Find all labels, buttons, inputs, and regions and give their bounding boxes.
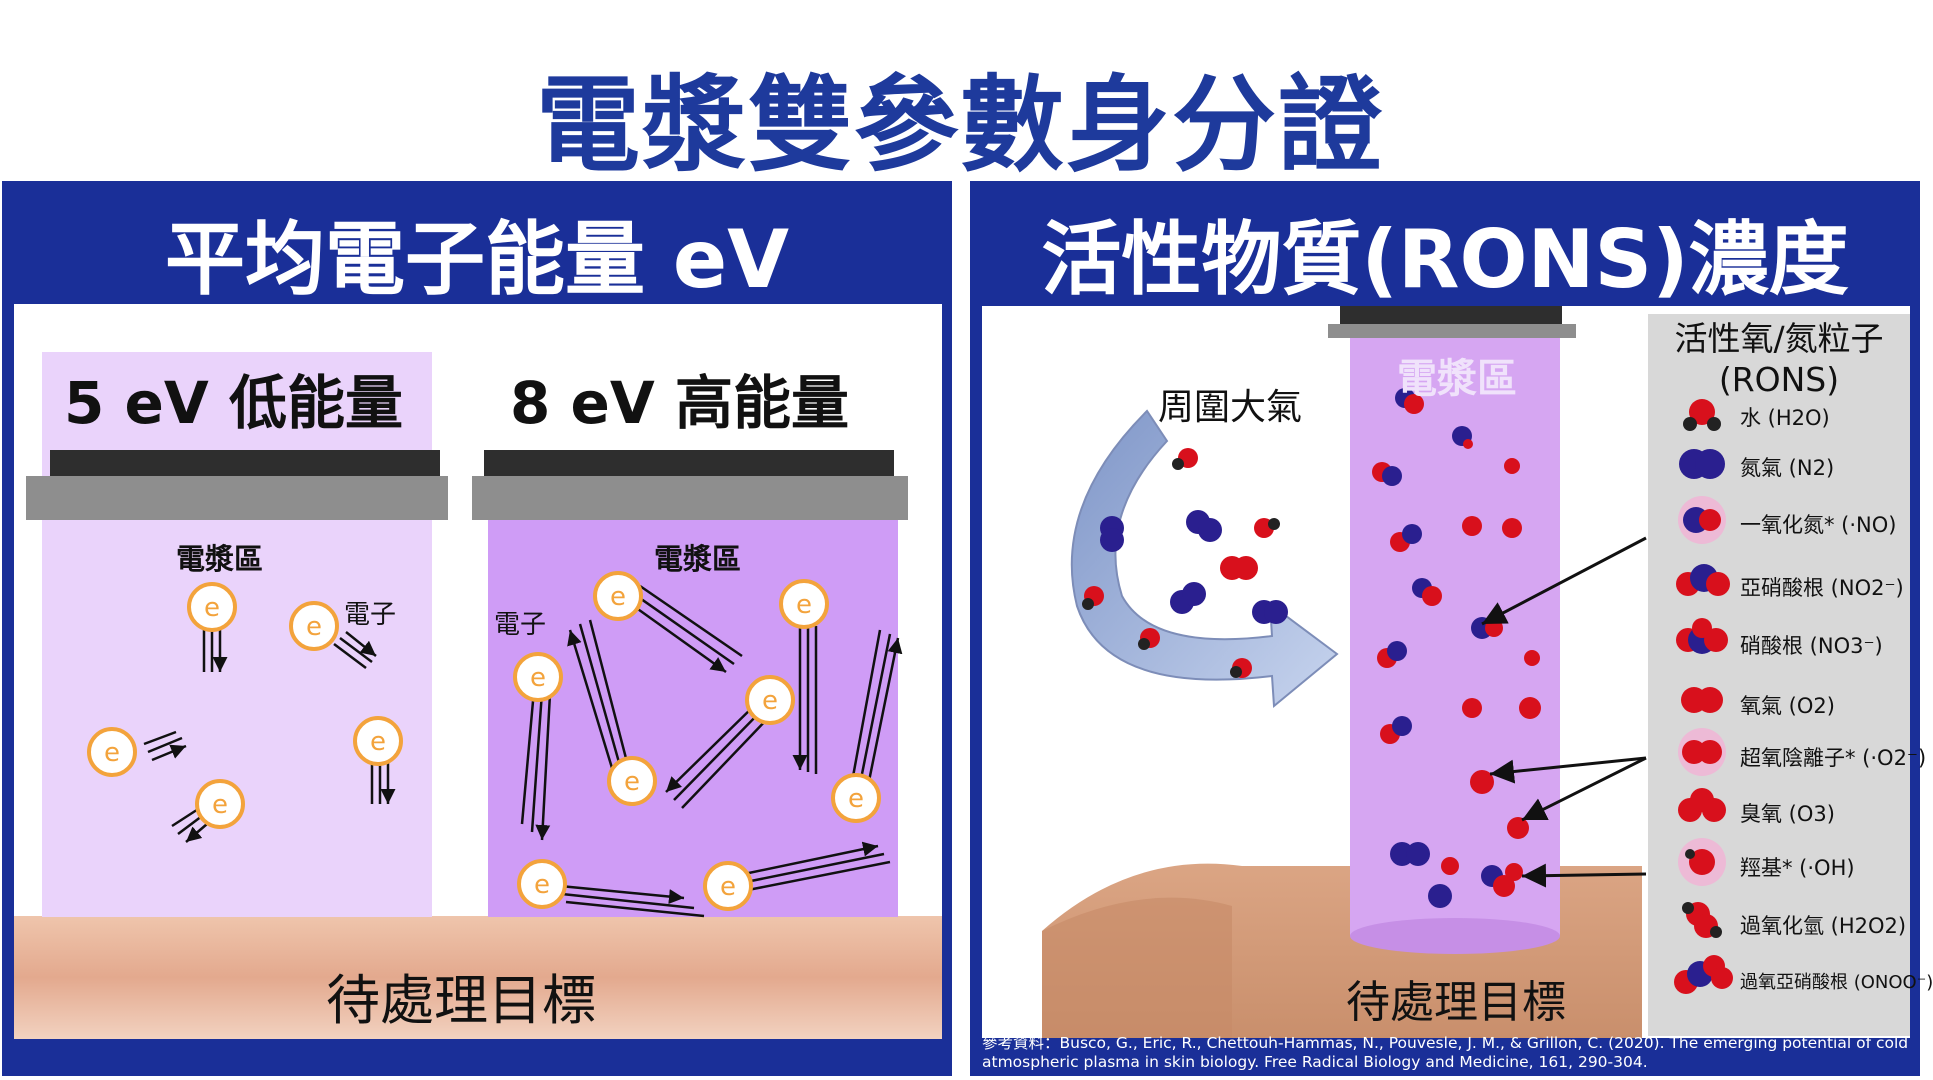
low-energy-label: 5 eV 低能量 (64, 369, 403, 437)
electrons-low (143, 628, 388, 842)
legend-item-nitrogen: 氮氣 (N2) (1740, 456, 1835, 480)
legend-item-peroxynitrite: 過氧亞硝酸根 (ONOO⁻) (1740, 972, 1933, 993)
atmosphere-molecules (1082, 448, 1288, 678)
plasma-zone-label-high: 電漿區 (654, 542, 742, 576)
plasma-column-low (42, 520, 432, 917)
electrode-plate-high (472, 476, 908, 520)
rons-svg (1042, 306, 1647, 1038)
svg-text:e: e (848, 784, 864, 814)
electrode-plate-right (1328, 324, 1576, 338)
legend-item-nitrite: 亞硝酸根 (NO2⁻) (1740, 576, 1904, 600)
electrode-plate-low (26, 476, 448, 520)
peroxynitrite-icon (1674, 955, 1733, 994)
electrode-high (484, 450, 894, 478)
plasma-molecules (1372, 388, 1541, 908)
water-molecule-icon (1683, 399, 1721, 431)
electron-label-high: 電子 (494, 610, 547, 640)
plasma-zone-label-right: 電漿區 (1397, 356, 1517, 402)
svg-text:e: e (306, 612, 322, 642)
svg-text:e: e (530, 663, 546, 693)
electron-energy-svg: e e e e e e e e e e e e e (14, 352, 942, 1039)
rons-panel: 活性物質(RONS)濃度 (970, 181, 1933, 1076)
nitrogen-molecule-icon (1679, 449, 1725, 479)
plasma-zone-label-low: 電漿區 (176, 542, 264, 576)
nitrite-icon (1676, 564, 1730, 596)
nitrate-icon (1676, 618, 1728, 654)
high-energy-label: 8 eV 高能量 (510, 369, 849, 437)
target-label-left: 待處理目標 (326, 969, 596, 1032)
svg-text:e: e (104, 738, 120, 768)
electron-energy-heading: 平均電子能量 eV (164, 213, 790, 306)
svg-text:e: e (720, 872, 736, 902)
legend-item-nitrate: 硝酸根 (NO3⁻) (1740, 634, 1883, 658)
svg-text:e: e (610, 582, 626, 612)
reference-citation: 參考資料：Busco, G., Eric, R., Chettouh-Hamma… (982, 1034, 1909, 1071)
superoxide-icon (1678, 728, 1726, 776)
electrons-high (520, 584, 898, 916)
oxygen-molecule-icon (1681, 687, 1723, 713)
electron-markers-high (513, 571, 881, 911)
svg-text:e: e (204, 593, 220, 623)
legend-item-superoxide: 超氧陰離子* (·O2⁻) (1740, 746, 1927, 770)
legend-icons (1674, 399, 1733, 994)
electrode-low (50, 450, 440, 478)
skin-side (1042, 897, 1232, 1038)
legend-title: 活性氧/氮粒子 (RONS) (1674, 319, 1884, 399)
legend-item-oxygen: 氧氣 (O2) (1740, 694, 1835, 718)
svg-text:e: e (212, 790, 228, 820)
rons-diagram: 電漿區 周圍大氣 待處理目標 活性氧/氮粒子 (RONS) 水 (H2O) 氮氣… (982, 306, 1933, 1038)
legend-item-hydrogen-peroxide: 過氧化氫 (H2O2) (1740, 914, 1907, 938)
ozone-icon (1678, 788, 1726, 822)
svg-text:e: e (370, 727, 386, 757)
page-title: 電漿雙參數身分證 (535, 64, 1384, 186)
svg-text:e: e (534, 870, 550, 900)
hydroxyl-icon (1678, 838, 1726, 886)
legend-item-water: 水 (H2O) (1740, 406, 1830, 430)
target-surface-low-high (14, 916, 942, 1039)
legend-item-hydroxyl: 羥基* (·OH) (1740, 856, 1855, 880)
atmosphere-inflow-arrow (1070, 409, 1339, 709)
legend-item-nitric-oxide: 一氧化氮* (·NO) (1740, 513, 1897, 537)
svg-text:e: e (624, 767, 640, 797)
rons-heading: 活性物質(RONS)濃度 (1041, 213, 1849, 306)
electron-symbols: e e e e e e e e e e e e e (104, 582, 864, 902)
atmosphere-label: 周圍大氣 (1158, 387, 1303, 428)
electron-markers-low (87, 582, 403, 829)
electrode-right (1340, 306, 1562, 326)
svg-text:e: e (796, 590, 812, 620)
electron-energy-panel: 平均電子能量 eV (2, 181, 952, 1076)
plasma-column (1350, 326, 1560, 936)
plasma-column-base (1350, 918, 1560, 954)
rons-pointer-arrows (1481, 536, 1647, 888)
svg-text:e: e (762, 686, 778, 716)
nitric-oxide-icon (1678, 496, 1726, 544)
legend-item-ozone: 臭氧 (O3) (1740, 802, 1835, 826)
rons-legend: 活性氧/氮粒子 (RONS) 水 (H2O) 氮氣 (N2) 一氧化氮* (·N… (1648, 314, 1933, 1036)
target-label-right: 待處理目標 (1346, 977, 1566, 1028)
electron-energy-diagram: e e e e e e e e e e e e e 5 eV 低能量 8 eV … (14, 304, 942, 1039)
hydrogen-peroxide-icon (1682, 902, 1722, 938)
electron-label-low: 電子 (344, 600, 397, 630)
